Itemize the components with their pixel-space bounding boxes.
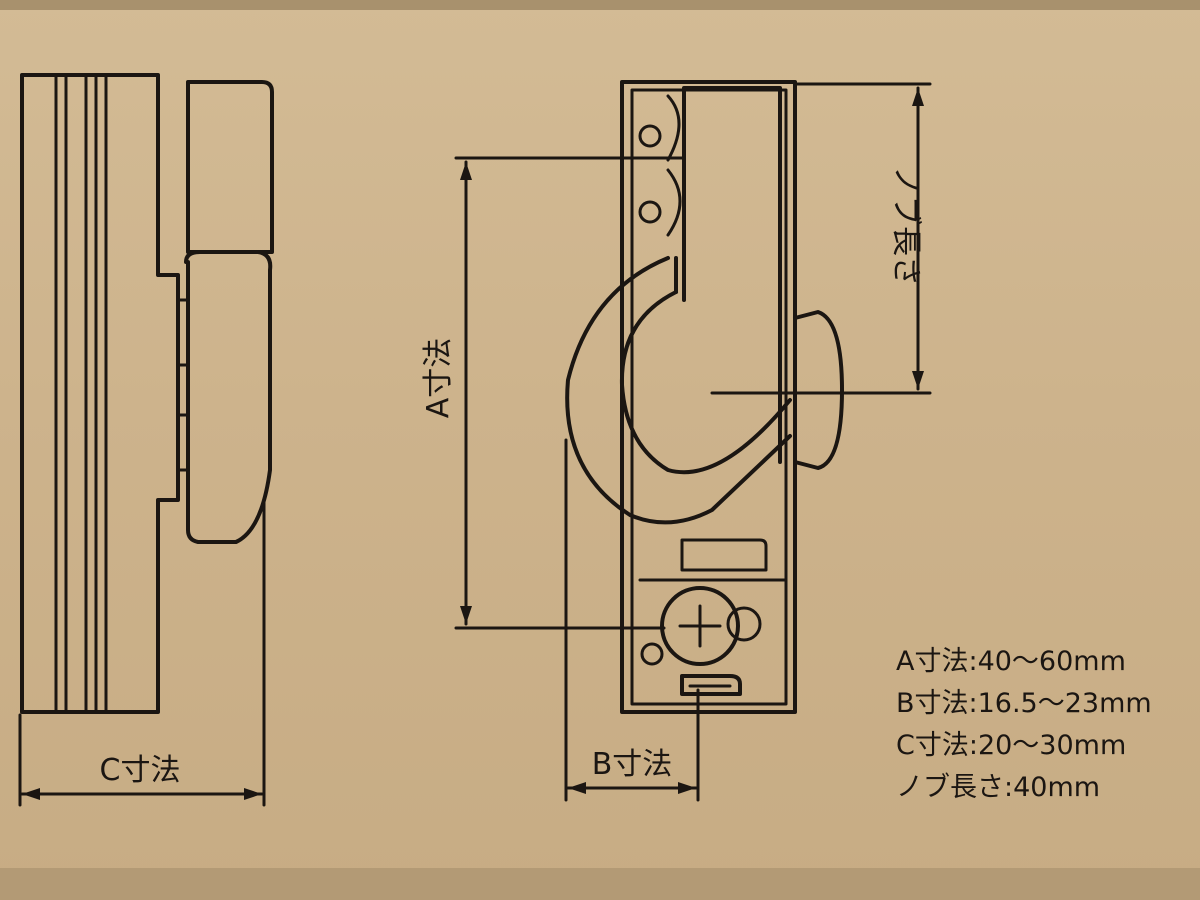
knob bbox=[793, 310, 844, 470]
bottom-slot bbox=[680, 674, 742, 696]
front-housing-outer bbox=[620, 80, 797, 714]
hole-lower-left bbox=[640, 642, 664, 666]
spec-list: A寸法:40～60mm B寸法:16.5～23mm C寸法:20～30mm ノブ… bbox=[896, 646, 1152, 803]
spec-b: B寸法:16.5～23mm bbox=[896, 688, 1152, 719]
b-dim-label: B寸法 bbox=[592, 747, 673, 782]
side-view-frame bbox=[20, 73, 180, 714]
knob-dim-arrow-bottom bbox=[912, 371, 924, 389]
a-dimension bbox=[454, 156, 686, 630]
bottom-edge-shadow bbox=[0, 868, 1200, 900]
crescent-inner bbox=[619, 290, 792, 475]
screw-slot bbox=[726, 606, 762, 642]
c-dim-arrow-right bbox=[244, 788, 262, 800]
b-dim-arrow-left bbox=[568, 782, 586, 794]
knob-dim-arrow-top bbox=[912, 88, 924, 106]
screw-cross bbox=[678, 604, 722, 648]
side-view bbox=[20, 73, 274, 714]
c-dim-label: C寸法 bbox=[100, 753, 181, 788]
lever-column bbox=[682, 86, 782, 464]
lever-curves bbox=[666, 94, 682, 237]
crescent-outer bbox=[565, 256, 792, 525]
a-dim-label: A寸法 bbox=[421, 338, 456, 419]
front-view bbox=[565, 80, 844, 714]
side-view-upper-block bbox=[186, 80, 274, 254]
a-dim-arrow-bottom bbox=[460, 606, 472, 624]
latch-block bbox=[680, 538, 768, 572]
side-view-knob-block bbox=[184, 250, 273, 544]
hole-upper-left bbox=[638, 200, 662, 224]
hole-top-left bbox=[638, 124, 662, 148]
knob-length-dimension bbox=[710, 82, 932, 395]
c-dimension bbox=[18, 498, 266, 807]
b-dim-arrow-right bbox=[678, 782, 696, 794]
b-dimension bbox=[564, 438, 700, 802]
top-edge-shadow bbox=[0, 0, 1200, 10]
spec-a: A寸法:40～60mm bbox=[896, 646, 1126, 677]
screw-head bbox=[660, 586, 740, 666]
front-housing-inner bbox=[630, 88, 788, 706]
spec-knob: ノブ長さ:40mm bbox=[896, 772, 1100, 803]
knob-length-label: ノブ長さ bbox=[888, 166, 923, 286]
c-dim-arrow-left bbox=[22, 788, 40, 800]
spec-c: C寸法:20～30mm bbox=[896, 730, 1126, 761]
a-dim-arrow-top bbox=[460, 162, 472, 180]
